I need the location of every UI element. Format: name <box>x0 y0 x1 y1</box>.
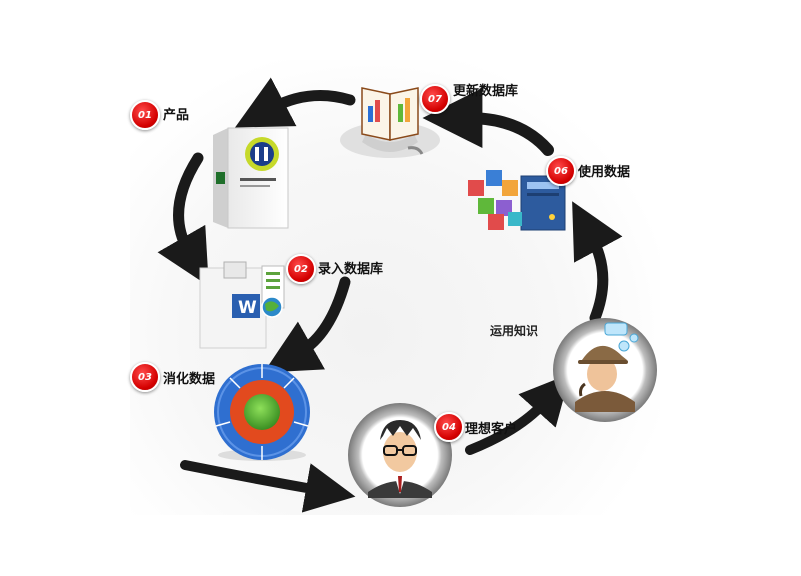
word-document-icon: W <box>199 261 285 349</box>
step-label-02: 录入数据库 <box>318 262 384 277</box>
detective-avatar-icon <box>553 318 657 422</box>
arrow-02-to-03 <box>263 276 351 373</box>
step-label-06: 使用数据 <box>578 165 631 180</box>
svg-text:W: W <box>238 298 257 318</box>
businessman-avatar-icon <box>348 403 452 507</box>
step-badge-02: 02 <box>286 254 316 284</box>
open-book-icon <box>340 87 440 158</box>
step-label-01: 产品 <box>163 108 190 123</box>
step-label-03: 消化数据 <box>163 372 216 387</box>
arrow-07-to-01 <box>235 77 356 128</box>
step-badge-04: 04 <box>434 412 464 442</box>
product-box-icon <box>213 127 289 229</box>
step-badge-01: 01 <box>130 100 160 130</box>
arrow-01-to-02 <box>157 152 209 287</box>
data-server-icon <box>468 170 566 231</box>
donut-chart-icon <box>214 364 310 461</box>
arrow-04-to-05 <box>465 373 571 455</box>
step-badge-07: 07 <box>420 84 450 114</box>
step-label-04: 理想客户 <box>465 422 518 437</box>
step-badge-03: 03 <box>130 362 160 392</box>
connector-label: 运用知识 <box>490 324 539 338</box>
arrow-06-to-07 <box>422 88 554 156</box>
arrow-05-to-06 <box>572 201 623 324</box>
step-badge-06: 06 <box>546 156 576 186</box>
arrow-03-to-04 <box>180 460 356 513</box>
step-label-07: 更新数据库 <box>453 84 519 99</box>
